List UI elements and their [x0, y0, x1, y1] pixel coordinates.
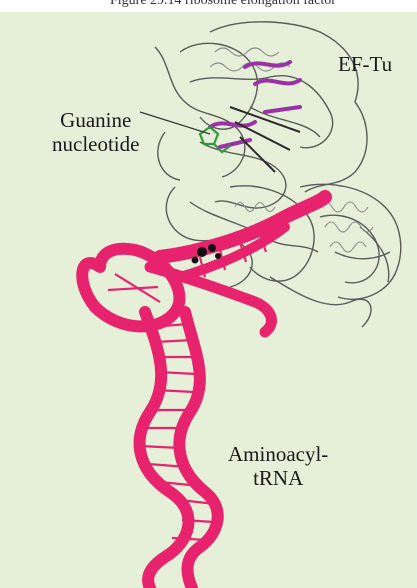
molecular-structure-illustration	[76, 21, 402, 588]
label-guanine-line2: nucleotide	[52, 132, 140, 156]
label-aminoacyl-trna: Aminoacyl- tRNA	[228, 442, 328, 490]
ef-tu-purple-helices	[208, 60, 302, 149]
ef-tu-dark-strands	[229, 106, 301, 173]
cropped-caption-strip: Figure 29.14 ribosome elongation factor	[0, 0, 417, 12]
guanine-nucleotide-molecule	[198, 125, 231, 154]
cropped-caption-text: Figure 29.14 ribosome elongation factor	[110, 0, 336, 8]
label-guanine-nucleotide: Guanine nucleotide	[52, 108, 139, 156]
label-trna-line2: tRNA	[253, 466, 304, 490]
label-trna-line1: Aminoacyl-	[228, 442, 329, 466]
aminoacyl-trna-ribbon	[76, 190, 332, 588]
trna-base-pair-rungs	[107, 233, 268, 542]
label-guanine-line1: Guanine	[60, 108, 132, 132]
figure-panel: EF-Tu Guanine nucleotide Aminoacyl- tRNA	[0, 12, 417, 588]
label-ef-tu: EF-Tu	[338, 52, 393, 76]
aminoacyl-end-atoms	[191, 244, 221, 264]
guanine-leader-line	[139, 111, 211, 135]
